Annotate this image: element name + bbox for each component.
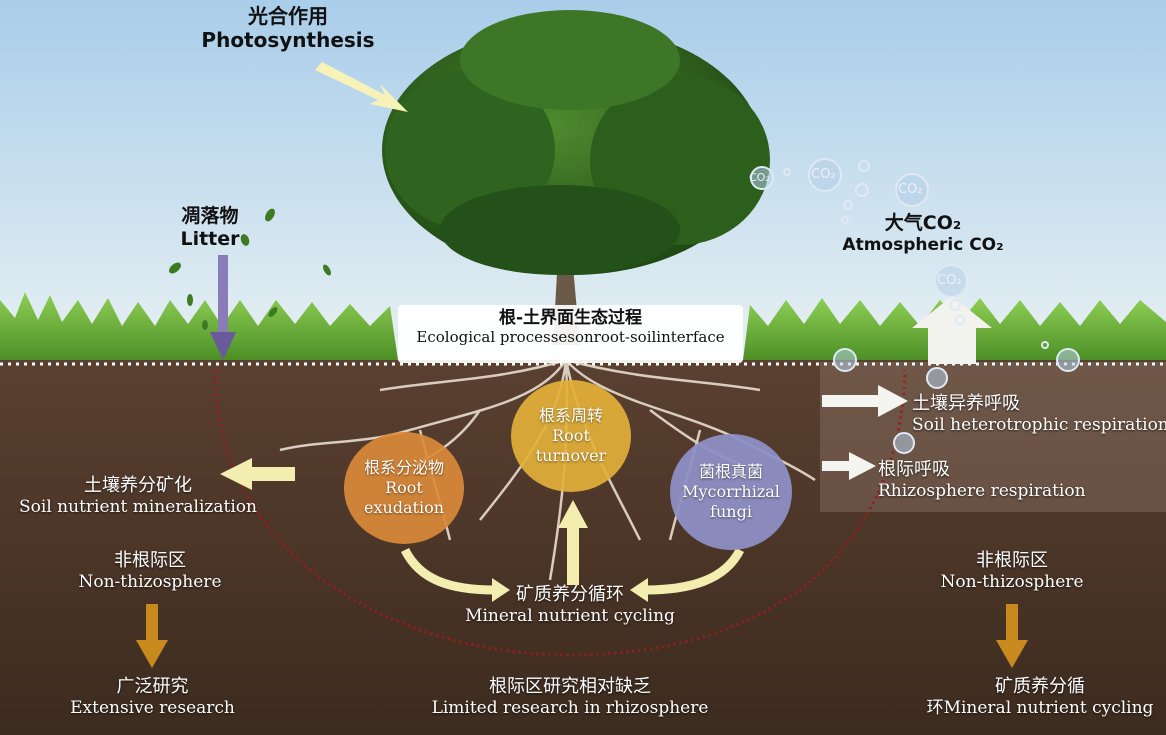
non-rhizosphere-left-label: 非根际区 Non-thizosphere xyxy=(60,550,240,592)
litter-arrow xyxy=(210,255,236,360)
non-rhizo-left-en: Non-thizosphere xyxy=(78,571,222,592)
extensive-research-label: 广泛研究 Extensive research xyxy=(55,676,250,718)
root-turnover-cn: 根系周转 xyxy=(538,406,603,425)
non-rhizosphere-right-label: 非根际区 Non-thizosphere xyxy=(922,550,1102,592)
atmospheric-cn: 大气CO₂ xyxy=(884,212,962,234)
right-bottom-label: 矿质养分循 环Mineral nutrient cycling xyxy=(920,676,1160,718)
co2-bubbles xyxy=(750,158,1080,454)
rhizosphere-boundary xyxy=(213,369,907,657)
research-arrows xyxy=(136,604,1028,668)
rhizosphere-respiration-label: 根际呼吸 Rhizosphere respiration xyxy=(878,459,1088,501)
root-exudation-circle: 根系分泌物 Root exudation xyxy=(344,432,464,544)
mycorrhizal-cn: 菌根真菌 xyxy=(698,462,763,481)
small-bubbles xyxy=(783,160,1072,349)
mineral-cycling-label: 矿质养分循环 Mineral nutrient cycling xyxy=(450,584,690,626)
interface-en: Ecological processesonroot-soilinterface xyxy=(416,328,725,347)
mycorrhizal-en1: Mycorrhizal xyxy=(682,482,780,501)
interface-label-box xyxy=(398,305,743,363)
photosynthesis-label: 光合作用 Photosynthesis xyxy=(200,4,376,52)
photosynthesis-arrow xyxy=(315,62,408,112)
litter-label: 凋落物 Litter xyxy=(165,205,255,251)
mycorrhizal-en2: fungi xyxy=(710,502,752,521)
root-exudation-en1: Root xyxy=(385,478,423,497)
limited-research-label: 根际区研究相对缺乏 Limited research in rhizospher… xyxy=(420,676,720,718)
co2-bubble-label: CO₂ xyxy=(749,171,770,184)
cycling-arrows xyxy=(400,500,745,602)
root-exudation-cn: 根系分泌物 xyxy=(363,458,444,477)
atmospheric-en: Atmospheric CO₂ xyxy=(842,234,1004,255)
tree-canopy xyxy=(382,10,770,275)
non-rhizo-right-en: Non-thizosphere xyxy=(940,571,1084,592)
interface-label: 根-土界面生态过程 Ecological processesonroot-soi… xyxy=(398,308,743,346)
heterotrophic-label: 土壤异养呼吸 Soil heterotrophic respiration xyxy=(912,393,1166,435)
right-bottom-cn: 矿质养分循 xyxy=(995,676,1085,697)
rhizosphere-resp-cn: 根际呼吸 xyxy=(878,459,950,480)
mineral-cycling-cn: 矿质养分循环 xyxy=(516,584,624,605)
co2-bubble-label: CO₂ xyxy=(811,167,836,182)
limited-cn: 根际区研究相对缺乏 xyxy=(489,676,651,697)
co2-bubble-label: CO₂ xyxy=(937,273,962,288)
photosynthesis-cn: 光合作用 xyxy=(248,4,328,28)
extensive-cn: 广泛研究 xyxy=(116,676,189,697)
heterotrophic-cn: 土壤异养呼吸 xyxy=(912,393,1020,414)
interface-cn: 根-土界面生态过程 xyxy=(498,308,643,328)
heterotrophic-en: Soil heterotrophic respiration xyxy=(912,414,1166,435)
rhizosphere-resp-en: Rhizosphere respiration xyxy=(878,480,1086,501)
litter-cn: 凋落物 xyxy=(181,205,239,227)
root-exudation-en2: exudation xyxy=(363,498,445,517)
photosynthesis-en: Photosynthesis xyxy=(201,28,375,52)
litter-en: Litter xyxy=(180,227,240,250)
respiration-arrows xyxy=(822,385,908,480)
root-turnover-en2: turnover xyxy=(535,446,607,465)
co2-up-arrow xyxy=(912,296,992,364)
atmospheric-co2-label: 大气CO₂ Atmospheric CO₂ xyxy=(838,212,1008,255)
non-rhizo-right-cn: 非根际区 xyxy=(976,550,1048,571)
mycorrhizal-circle: 菌根真菌 Mycorrhizal fungi xyxy=(670,434,792,550)
soil-mineralization-label: 土壤养分矿化 Soil nutrient mineralization xyxy=(14,475,262,517)
non-rhizo-left-cn: 非根际区 xyxy=(114,550,186,571)
falling-leaves xyxy=(169,208,331,330)
right-bottom-en: 环Mineral nutrient cycling xyxy=(926,697,1154,718)
root-turnover-en1: Root xyxy=(552,426,590,445)
mineralization-arrow xyxy=(220,458,295,490)
non-rhizosphere-zone xyxy=(820,362,1166,512)
co2-bubble-label: CO₂ xyxy=(898,182,923,197)
soil-mineralization-en: Soil nutrient mineralization xyxy=(19,496,257,517)
extensive-en: Extensive research xyxy=(70,697,235,718)
root-turnover-circle: 根系周转 Root turnover xyxy=(511,380,631,492)
soil-mineralization-cn: 土壤养分矿化 xyxy=(84,475,192,496)
limited-en: Limited research in rhizosphere xyxy=(431,697,709,718)
mineral-cycling-en: Mineral nutrient cycling xyxy=(465,605,675,626)
grass-left xyxy=(0,292,398,360)
